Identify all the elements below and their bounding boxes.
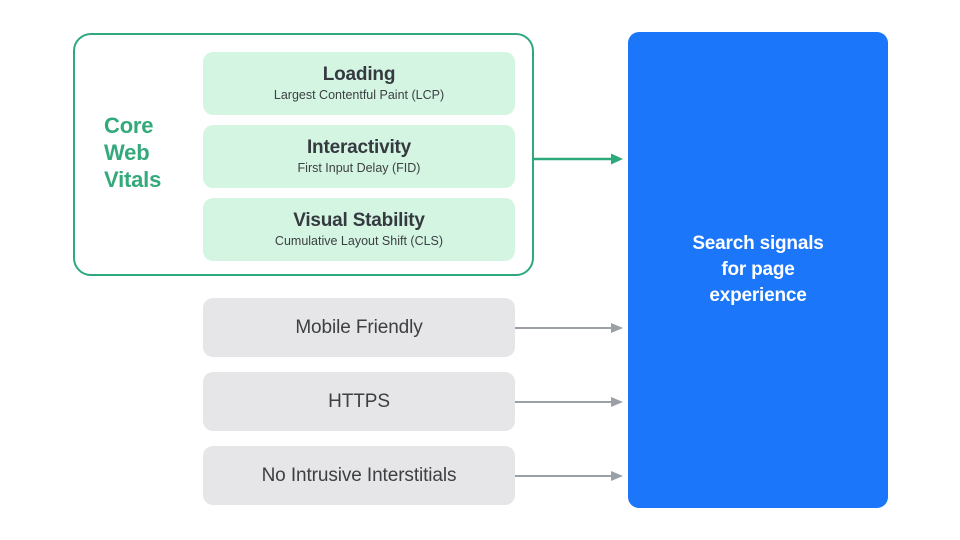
arrow-mobile-friendly-to-outcome (515, 323, 623, 333)
signal-box-mobile-friendly: Mobile Friendly (203, 298, 515, 357)
signal-box-label: No Intrusive Interstitials (261, 464, 457, 486)
outcome-panel-label: Search signals for page experience (692, 233, 824, 306)
outcome-panel: Search signals for page experience (628, 32, 888, 508)
metric-subtitle: Largest Contentful Paint (LCP) (273, 88, 445, 102)
signal-box-label: Mobile Friendly (295, 316, 423, 338)
metric-title: Loading (322, 64, 396, 85)
arrow-no-intrusive-interstitials-to-outcome (515, 471, 623, 481)
metric-card-interactivity: Interactivity First Input Delay (FID) (203, 125, 515, 188)
signal-box-no-intrusive-interstitials: No Intrusive Interstitials (203, 446, 515, 505)
metric-subtitle: First Input Delay (FID) (297, 161, 421, 175)
core-web-vitals-group-label: Core Web Vitals (104, 113, 162, 192)
arrow-core-web-vitals-to-outcome (533, 153, 623, 165)
signal-box-https: HTTPS (203, 372, 515, 431)
arrow-https-to-outcome (515, 397, 623, 407)
metric-title: Visual Stability (293, 210, 425, 231)
metric-card-loading: Loading Largest Contentful Paint (LCP) (203, 52, 515, 115)
metric-title: Interactivity (306, 137, 412, 158)
metric-subtitle: Cumulative Layout Shift (CLS) (274, 234, 444, 248)
metric-card-visual-stability: Visual Stability Cumulative Layout Shift… (203, 198, 515, 261)
signal-box-label: HTTPS (328, 390, 390, 412)
